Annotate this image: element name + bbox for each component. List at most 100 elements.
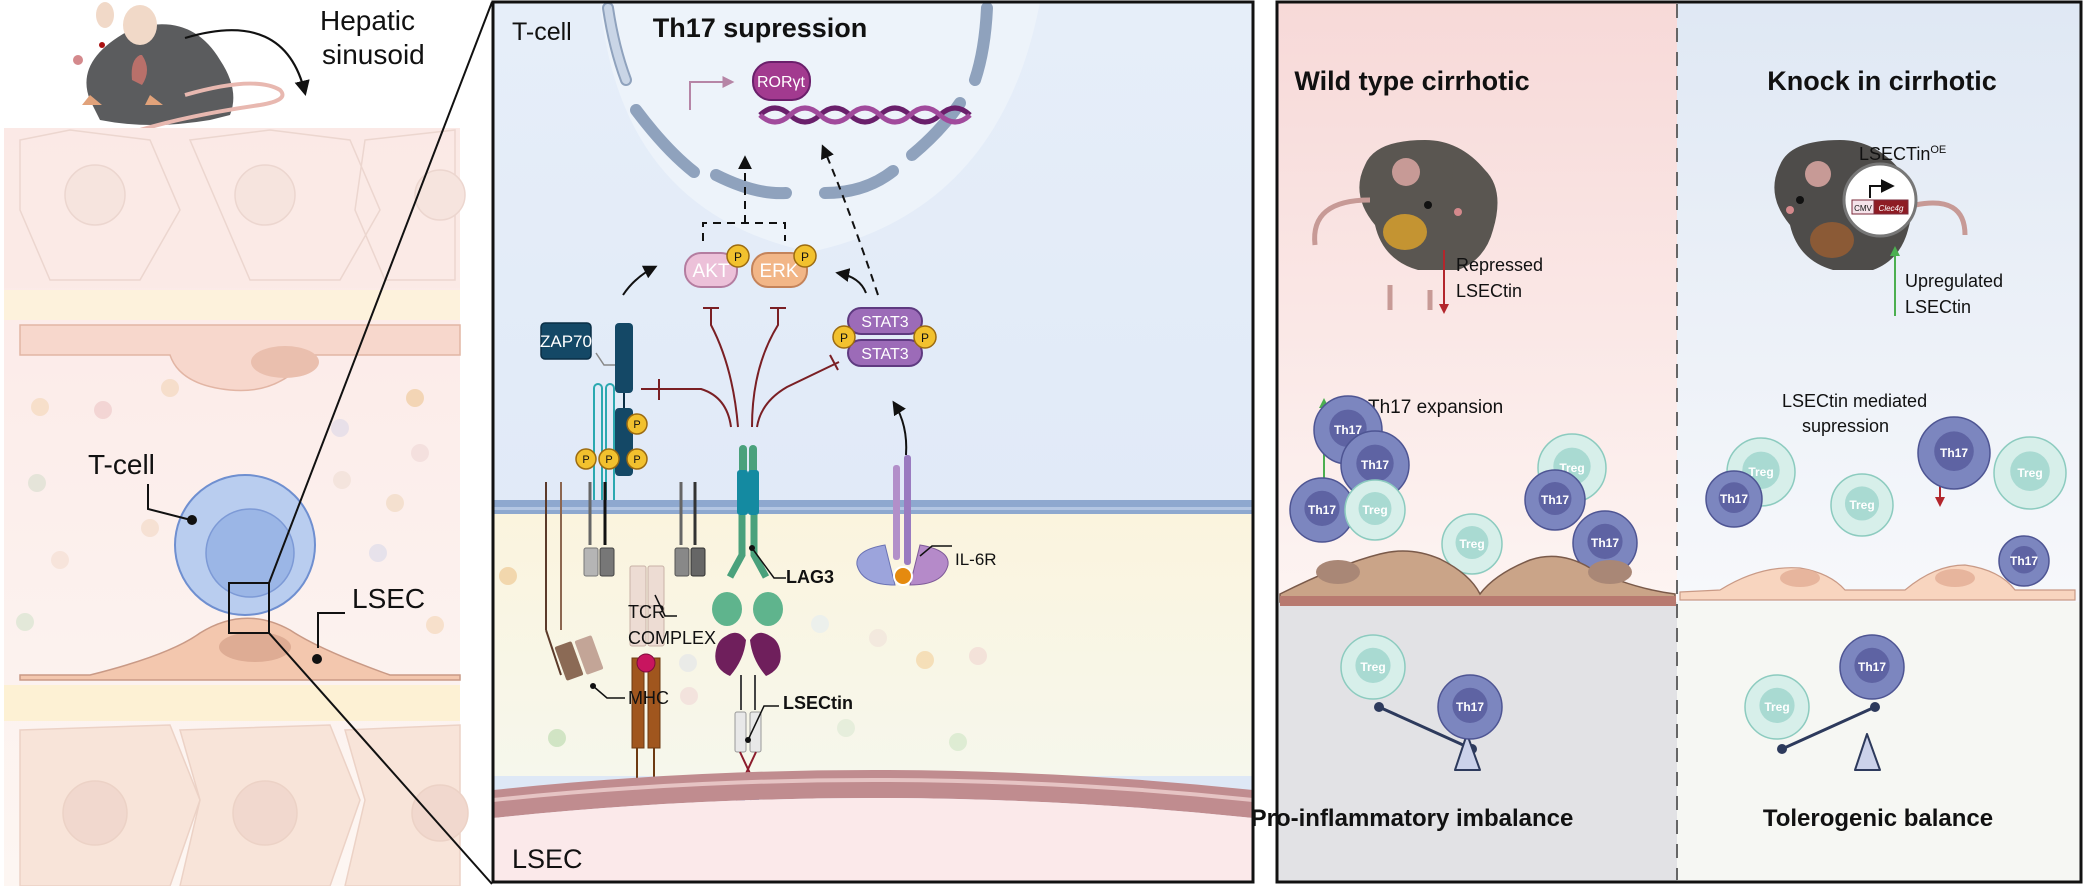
cell-type-label: Th17	[1591, 536, 1619, 550]
wild-type-mouse	[1312, 140, 1498, 310]
cell-type-label: Th17	[1334, 423, 1362, 437]
th17-cell: Th17	[1524, 469, 1586, 531]
svg-text:P: P	[734, 250, 742, 264]
svg-text:P: P	[840, 331, 848, 345]
tcr-complex-label: COMPLEX	[628, 628, 716, 648]
wild-type-title: Wild type cirrhotic	[1294, 66, 1529, 96]
treg-cell: Treg	[1830, 473, 1894, 537]
rorgt-label: RORγt	[757, 74, 806, 91]
phospho-sites: P P P P	[575, 413, 648, 470]
rorgt-badge	[752, 61, 811, 101]
tcr-to-akt-arrow	[622, 265, 658, 296]
akt-label: AKT	[693, 261, 730, 282]
phospho-akt-icon	[726, 244, 750, 268]
space-of-disse-top	[4, 290, 460, 320]
mouse-illustration	[73, 2, 310, 132]
hepatocytes-bottom	[19, 724, 469, 886]
stat3-bottom-label: STAT3	[861, 346, 909, 363]
svg-text:P: P	[633, 454, 640, 466]
akt-erk-to-nucleus-dashed	[702, 144, 879, 296]
plasma-particles	[16, 379, 444, 634]
erk-node: ERK P	[751, 244, 817, 288]
sinusoid-label: sinusoid	[322, 39, 425, 70]
lag3-receptor	[712, 445, 783, 626]
ki-lsec-layer	[1679, 564, 2076, 601]
left-panel: Hepatic sinusoid T-cell	[4, 1, 493, 886]
cell-type-label: Treg	[1360, 660, 1385, 674]
th17-expansion-label: Th17 expansion	[1368, 397, 1503, 418]
il6r-to-stat3-arrow	[892, 400, 908, 456]
cell-type-label: Th17	[1456, 700, 1484, 714]
ki-balance-treg: Treg	[1744, 674, 1810, 740]
th17-cell: Th17	[1572, 510, 1638, 576]
treg-cell: Treg	[1344, 479, 1406, 541]
transcription-arrow	[689, 76, 735, 110]
lsec-region-label: LSEC	[512, 844, 583, 874]
il6r-receptor	[856, 455, 949, 586]
th17-cell: Th17	[1340, 430, 1410, 500]
repressed-label: Repressed	[1456, 255, 1543, 275]
knock-in-balance-scale	[1777, 702, 1881, 771]
clec4g-gene-label: Clec4g	[1879, 204, 1904, 213]
center-panel: Th17 supression T-cell RORγt AKT P ERK P	[491, 0, 1255, 884]
pro-inflammatory-label: Pro-inflammatory imbalance	[1251, 805, 1574, 832]
cell-type-label: Treg	[1764, 700, 1789, 714]
cell-type-label: Th17	[2010, 554, 2038, 568]
t-cell-label: T-cell	[88, 449, 155, 480]
akt-node: AKT P	[684, 244, 750, 288]
hepatocytes-top	[19, 129, 466, 281]
phospho-erk-icon	[793, 244, 817, 268]
lag3-label: LAG3	[786, 567, 834, 587]
zap70-badge	[540, 322, 592, 360]
cell-type-label: Th17	[1308, 503, 1336, 517]
stat3-top-label: STAT3	[861, 314, 909, 331]
tolerogenic-label: Tolerogenic balance	[1763, 805, 1993, 832]
cell-type-label: Treg	[1459, 537, 1484, 551]
upregulated-lsectin-label: LSECtin	[1905, 297, 1971, 317]
treg-cell: Treg	[1993, 436, 2067, 510]
cell-type-label: Th17	[1940, 446, 1968, 460]
cell-type-label: Treg	[1748, 465, 1773, 479]
svg-text:P: P	[921, 331, 929, 345]
hepatic-label: Hepatic	[320, 5, 415, 36]
zap70-label: ZAP70	[540, 332, 592, 351]
lsectin-oe-label: LSECTinOE	[1859, 144, 1946, 164]
cell-type-label: Treg	[1362, 503, 1387, 517]
svg-text:P: P	[633, 419, 640, 431]
zoom-region-box[interactable]	[228, 582, 270, 634]
wt-balance-treg: Treg	[1340, 634, 1406, 700]
lag3-inhibition-lines	[641, 307, 840, 428]
center-title: Th17 supression	[653, 13, 868, 43]
cell-type-label: Th17	[1361, 458, 1389, 472]
cell-type-label: Th17	[1858, 660, 1886, 674]
cmv-promoter-label: CMV	[1854, 204, 1872, 213]
suppression-label-1: LSECtin mediated	[1782, 391, 1927, 411]
il6r-label: IL-6R	[955, 550, 997, 569]
lsec-label: LSEC	[352, 583, 425, 614]
svg-text:P: P	[605, 454, 612, 466]
th17-cell: Th17	[1705, 470, 1763, 528]
wt-fibrotic-matrix	[1280, 596, 1676, 606]
lsectin-label: LSECtin	[783, 693, 853, 713]
repressed-lsectin-label: LSECtin	[1456, 281, 1522, 301]
erk-label: ERK	[759, 261, 798, 282]
right-panel: Wild type cirrhotic Knock in cirrhotic R…	[1251, 0, 2083, 884]
t-cell-region-label: T-cell	[512, 18, 572, 46]
space-of-disse-bottom	[4, 685, 460, 721]
knock-in-title: Knock in cirrhotic	[1767, 66, 1997, 96]
cell-type-label: Treg	[1849, 498, 1874, 512]
tcr-complex	[545, 482, 706, 681]
lsec-membrane	[493, 770, 1253, 818]
tcr-label: TCR	[628, 602, 665, 622]
nucleus	[600, 2, 1040, 252]
svg-text:P: P	[582, 454, 589, 466]
th17-cell: Th17	[1917, 416, 1991, 490]
cell-type-label: Th17	[1720, 492, 1748, 506]
stat3-to-erk-arrow	[835, 268, 867, 294]
cell-type-label: Th17	[1541, 493, 1569, 507]
suppression-label-2: supression	[1802, 416, 1889, 436]
